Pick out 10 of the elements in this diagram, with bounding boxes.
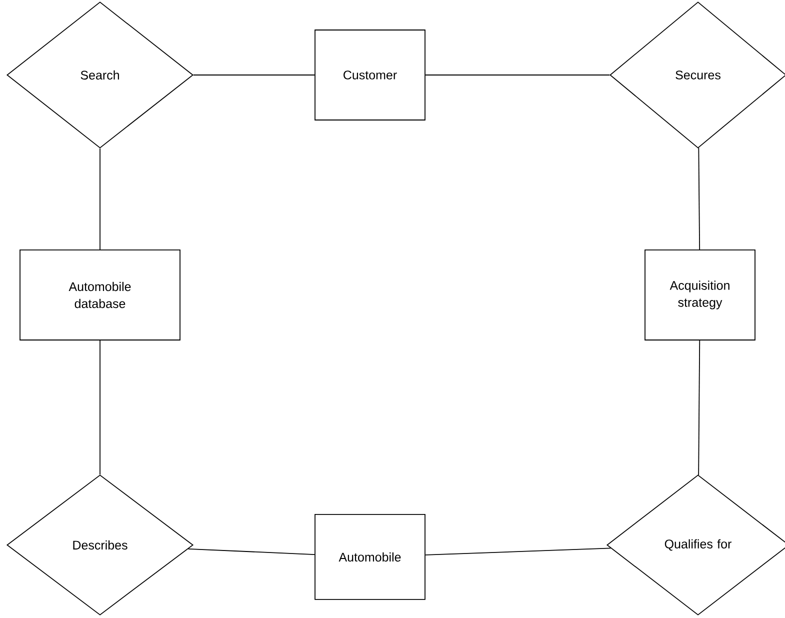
- connector-line: [425, 548, 612, 556]
- entity-box: Automobile: [314, 514, 426, 600]
- connector-line: [425, 74, 610, 76]
- connector-line: [193, 74, 315, 76]
- connector-line: [188, 548, 315, 555]
- entity-box: Automobile database: [20, 250, 180, 340]
- connector-line: [698, 147, 700, 250]
- entity-box: Customer: [314, 30, 426, 120]
- connector-line: [698, 340, 700, 476]
- entity-box: Acquisition strategy: [644, 250, 756, 340]
